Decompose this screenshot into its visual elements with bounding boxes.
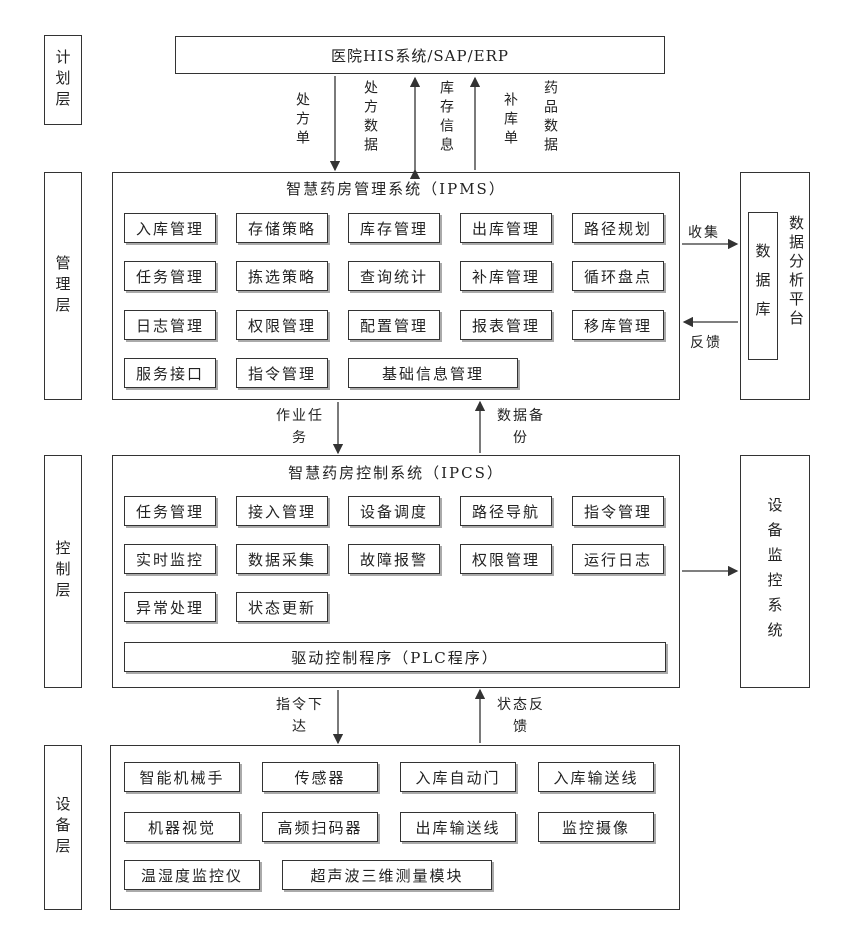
connector-arrows xyxy=(0,0,848,932)
